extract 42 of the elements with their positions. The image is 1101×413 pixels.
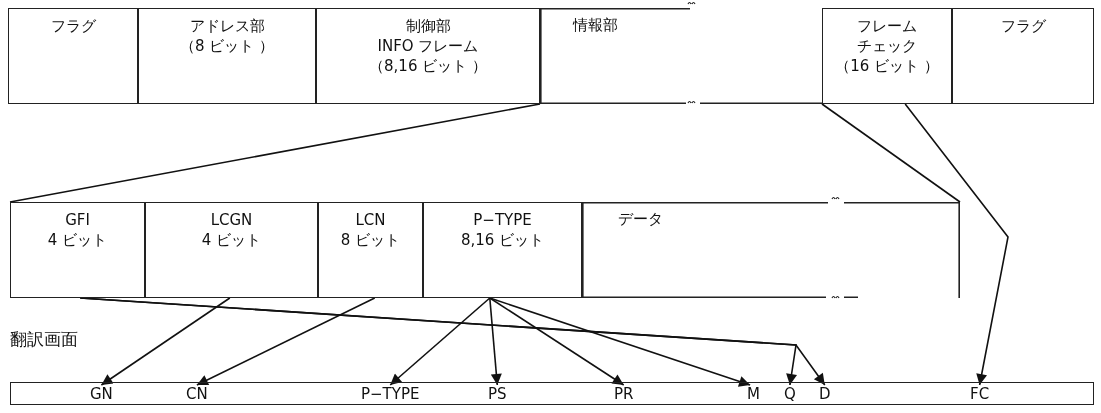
field-label: フレームチェック（16 ビット ） [834,16,940,76]
field-cell [316,8,540,104]
connector-line [9,103,541,203]
field-cell [822,8,952,104]
arrow [489,297,751,387]
field-label: フラグ [999,16,1047,36]
arrow [904,103,1009,386]
field-cell [10,202,145,298]
field-label: Q [782,385,798,403]
field-label: PS [486,385,509,403]
field-label: P−TYPE [359,385,422,403]
field-cell [318,202,423,298]
arrow [389,297,491,386]
field-label: LCGN 4 ビット [200,210,263,250]
field-label: GFI 4 ビット [46,210,109,250]
field-label: アドレス部（8 ビット ） [178,16,276,56]
field-label: PR [612,385,636,403]
section-heading: 翻訳画面 [10,328,78,351]
field-label: D [817,385,833,403]
field-cell [138,8,316,104]
field-cell [145,202,318,298]
field-label: 情報部 [573,15,619,35]
translation-bar [10,382,1094,405]
field-label: FC [968,385,992,403]
arrow [196,297,376,386]
field-cell [952,8,1094,104]
field-label: M [745,385,762,403]
field-cell [540,8,822,104]
field-label: GN [88,385,115,403]
connector-line [821,103,961,203]
field-cell [8,8,138,104]
arrow [100,297,231,386]
field-label: データ [618,209,664,229]
field-label: 制御部INFO フレーム（8,16 ビット ） [368,16,488,76]
arrow [489,297,502,386]
field-cell [582,202,960,298]
field-label: P−TYPE 8,16 ビット [459,210,546,250]
field-label: フラグ [49,16,97,36]
field-label: CN [184,385,210,403]
field-cell [423,202,582,298]
field-label: LCN 8 ビット [339,210,402,250]
arrow [489,297,625,386]
